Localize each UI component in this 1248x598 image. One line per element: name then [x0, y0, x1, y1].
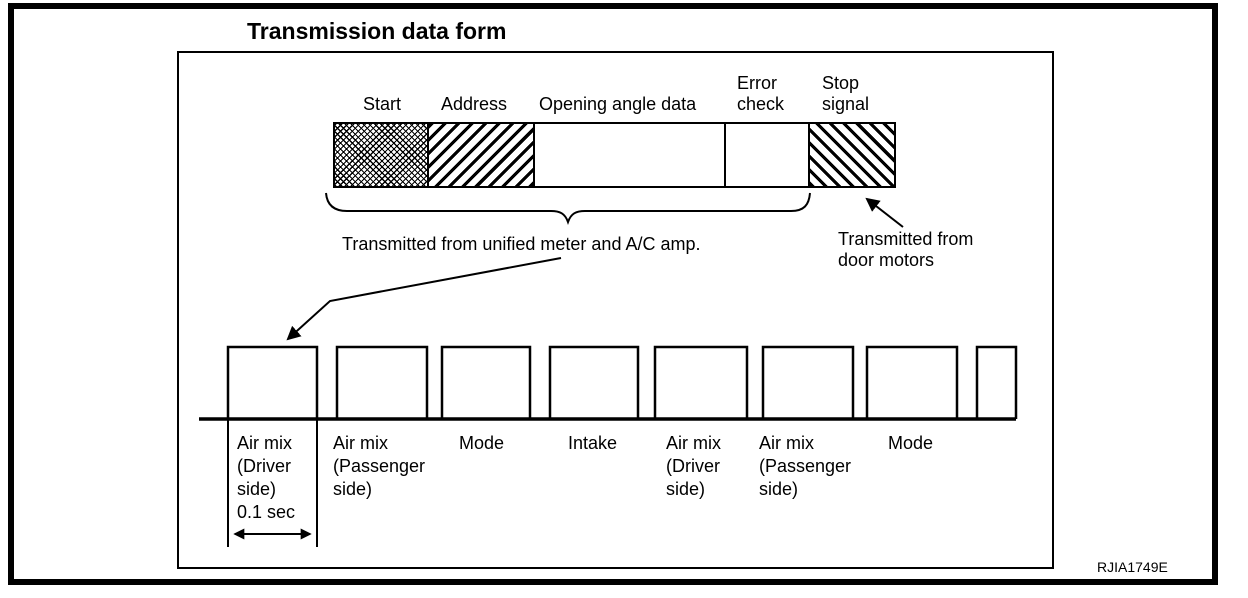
pulse-5 [653, 345, 749, 419]
figure-code: RJIA1749E [1097, 559, 1168, 575]
data-frame-bar [333, 122, 896, 188]
figure-title: Transmission data form [247, 18, 507, 44]
pulse-1 [226, 345, 319, 419]
label-line: side) [759, 479, 799, 499]
label-line: side) [666, 479, 706, 499]
label-line: Stop [822, 73, 860, 93]
segment-stop-signal [810, 124, 894, 186]
label-stop-signal: Stop signal [822, 73, 869, 115]
label-opening-angle-data: Opening angle data [539, 94, 697, 114]
label-line: signal [822, 94, 870, 114]
pulse-label-air-mix-driver-2: Air mix (Driver side) [666, 432, 721, 501]
label-line: check [737, 94, 785, 114]
label-line: (Passenger [333, 456, 426, 476]
label-line: side) [237, 479, 277, 499]
meter-pointer-arrow [286, 257, 562, 341]
pulse-label-mode-2: Mode [888, 433, 934, 453]
segment-error-check [726, 124, 810, 186]
pulse-label-intake: Intake [568, 433, 618, 453]
label-line: (Passenger [759, 456, 852, 476]
label-line: Air mix [333, 433, 388, 453]
pulse-label-mode-1: Mode [459, 433, 505, 453]
pulse-7 [865, 345, 959, 419]
label-line: side) [333, 479, 373, 499]
label-start: Start [363, 94, 402, 114]
pulse-6 [761, 345, 855, 419]
label-line: Air mix [666, 433, 721, 453]
label-line: Air mix [237, 433, 292, 453]
page-border [8, 3, 1218, 585]
label-line: Air mix [759, 433, 814, 453]
label-line: (Driver [237, 456, 291, 476]
segment-start [335, 124, 429, 186]
label-error-check: Error check [737, 73, 784, 115]
segment-opening-angle-data [535, 124, 726, 186]
annotation-line: Transmitted from [838, 229, 974, 249]
annotation-line: door motors [838, 250, 935, 270]
pulse-label-air-mix-passenger-1: Air mix (Passenger side) [333, 432, 425, 501]
pulse-2 [335, 345, 429, 419]
door-motors-arrow [865, 197, 904, 228]
pulse-8 [975, 345, 1018, 419]
door-annotation: Transmitted from door motors [838, 229, 973, 271]
segment-address [429, 124, 535, 186]
pulse-label-air-mix-driver-1: Air mix (Driver side) 0.1 sec [237, 432, 295, 524]
pulse-4 [548, 345, 640, 419]
pulse-3 [440, 345, 532, 419]
pulse-duration: 0.1 sec [237, 502, 296, 522]
brace-transmitted-group [325, 192, 811, 226]
label-line: Error [737, 73, 777, 93]
meter-annotation: Transmitted from unified meter and A/C a… [342, 234, 701, 254]
label-line: (Driver [666, 456, 720, 476]
label-address: Address [441, 94, 508, 114]
pulse-label-air-mix-passenger-2: Air mix (Passenger side) [759, 432, 851, 501]
